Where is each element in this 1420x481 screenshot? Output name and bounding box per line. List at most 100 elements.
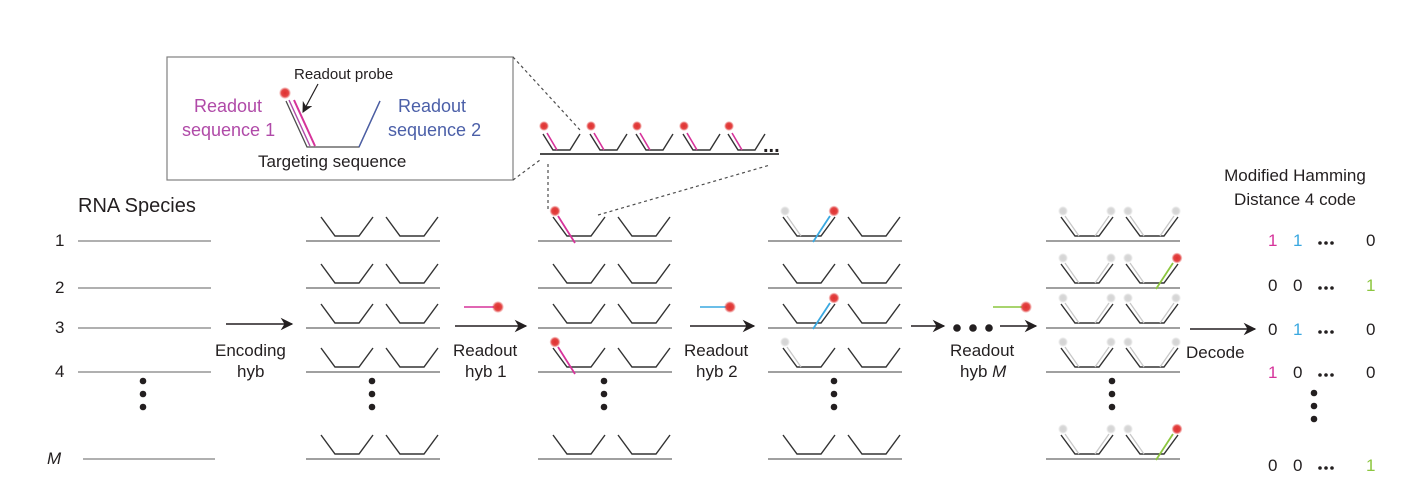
panel-readout-hybM-row-2 — [1046, 252, 1183, 290]
fluorophore — [539, 121, 549, 131]
readout-probe-right — [1155, 433, 1174, 461]
rna-row-label-4: 4 — [55, 362, 64, 381]
readout-hybM-label-line2: hyb M — [960, 362, 1007, 381]
readout-probe-right — [1155, 262, 1174, 290]
faded-readout-right — [1094, 215, 1110, 237]
rna-ellipsis — [139, 377, 147, 411]
rna-row-label-2: 2 — [55, 278, 64, 297]
panel-encoded — [306, 216, 440, 460]
ellipsis-dot — [1310, 402, 1318, 410]
encoding-probe — [1060, 216, 1114, 237]
ellipsis-dot — [600, 377, 608, 385]
panel-readout-hybM-row-3 — [1046, 293, 1181, 329]
rna-row-label-M: M — [47, 449, 62, 468]
encoding-probe — [1125, 347, 1179, 368]
code-ellipsis-dot — [1324, 330, 1328, 334]
targeting-sequence-label: Targeting sequence — [258, 152, 406, 171]
fluorophore — [828, 292, 840, 304]
rna-row-label-3: 3 — [55, 318, 64, 337]
panel-encoded-row-3 — [306, 303, 440, 329]
readout-probe-M-icon — [993, 301, 1032, 313]
ellipsis-dot — [139, 377, 147, 385]
code-ellipsis-dot — [1324, 241, 1328, 245]
fluorophore — [724, 301, 736, 313]
readout-probe-right — [812, 302, 831, 330]
ellipsis-dot — [830, 390, 838, 398]
encoding-probe — [1125, 263, 1179, 284]
ellipsis-dot — [139, 390, 147, 398]
fluorophore — [828, 205, 840, 217]
faded-readout-left — [1064, 302, 1080, 324]
readout-hybM-label-line1: Readout — [950, 341, 1015, 360]
code-ellipsis-dot — [1330, 241, 1334, 245]
panel-readout-hyb1-row-5 — [538, 434, 672, 460]
readout-hyb2-label-line2: hyb 2 — [696, 362, 738, 381]
panel-readout-hybM — [1046, 206, 1183, 461]
readout-seq1-label-line2: sequence 1 — [182, 120, 275, 140]
faded-fluorophore — [1106, 293, 1116, 303]
panel-readout-hybM-ellipsis — [1108, 377, 1116, 411]
code-bit: 0 — [1366, 320, 1375, 339]
encoding-probe — [782, 263, 836, 284]
encoding-probe — [1125, 303, 1179, 324]
readout-probe-1-icon — [464, 301, 504, 313]
encoding-probe — [617, 347, 671, 368]
encoding-probe — [847, 347, 901, 368]
code-ellipsis-dot — [1330, 286, 1334, 290]
encoding-label-line2: hyb — [237, 362, 264, 381]
encoding-probe — [782, 347, 836, 368]
ellipsis-dot — [139, 403, 147, 411]
readout-probe-left — [557, 215, 576, 244]
panel-readout-hybM-row-5 — [1046, 423, 1183, 461]
code-bit: 0 — [1293, 456, 1302, 475]
faded-readout-left — [1129, 346, 1145, 368]
readout-probe-left — [557, 346, 576, 375]
intermediate-ellipsis-dot — [985, 324, 993, 332]
encoding-probe — [617, 434, 671, 455]
panel-readout-hyb1-row-4 — [538, 336, 672, 375]
panel-encoded-row-1 — [306, 216, 440, 242]
readout-probe-arrow — [302, 83, 319, 113]
code-bit: 0 — [1366, 231, 1375, 250]
encoding-probe — [552, 434, 606, 455]
readout-probe — [686, 132, 698, 151]
encoding-probe — [385, 263, 439, 284]
faded-readout-left — [1129, 433, 1145, 455]
ellipsis-dot — [368, 403, 376, 411]
faded-fluorophore — [1058, 337, 1068, 347]
encoding-probe — [589, 133, 628, 151]
panel-readout-hybM-row-4 — [1046, 337, 1181, 373]
encoding-probe — [617, 263, 671, 284]
ellipsis-dot — [600, 403, 608, 411]
code-title-line1: Modified Hamming — [1224, 166, 1366, 185]
encoding-probe — [782, 434, 836, 455]
zoom-guide-bottom-left — [512, 159, 541, 181]
faded-readout-left — [1064, 215, 1080, 237]
faded-readout-right — [1094, 302, 1110, 324]
ellipsis-dot — [1310, 389, 1318, 397]
faded-fluorophore — [780, 337, 790, 347]
encoding-probe — [552, 347, 606, 368]
encoding-probe — [320, 347, 374, 368]
intermediate-ellipsis-dot — [969, 324, 977, 332]
code-ellipsis-dot — [1318, 330, 1322, 334]
code-ellipsis-dot — [1330, 466, 1334, 470]
faded-readout-left — [786, 215, 802, 237]
encoding-probe — [320, 216, 374, 237]
readout-probe-right — [812, 215, 831, 243]
readout-probe — [546, 132, 558, 151]
faded-readout-right — [1094, 346, 1110, 368]
faded-fluorophore — [1123, 206, 1133, 216]
code-bit: 1 — [1268, 231, 1277, 250]
panel-readout-hyb2-row-4 — [768, 337, 902, 373]
ellipsis-dot — [368, 377, 376, 385]
encoding-probe — [385, 347, 439, 368]
panel-readout-hyb2-row-3 — [768, 292, 902, 330]
faded-fluorophore — [1123, 253, 1133, 263]
encoding-probe — [552, 303, 606, 324]
encoding-probe — [847, 263, 901, 284]
